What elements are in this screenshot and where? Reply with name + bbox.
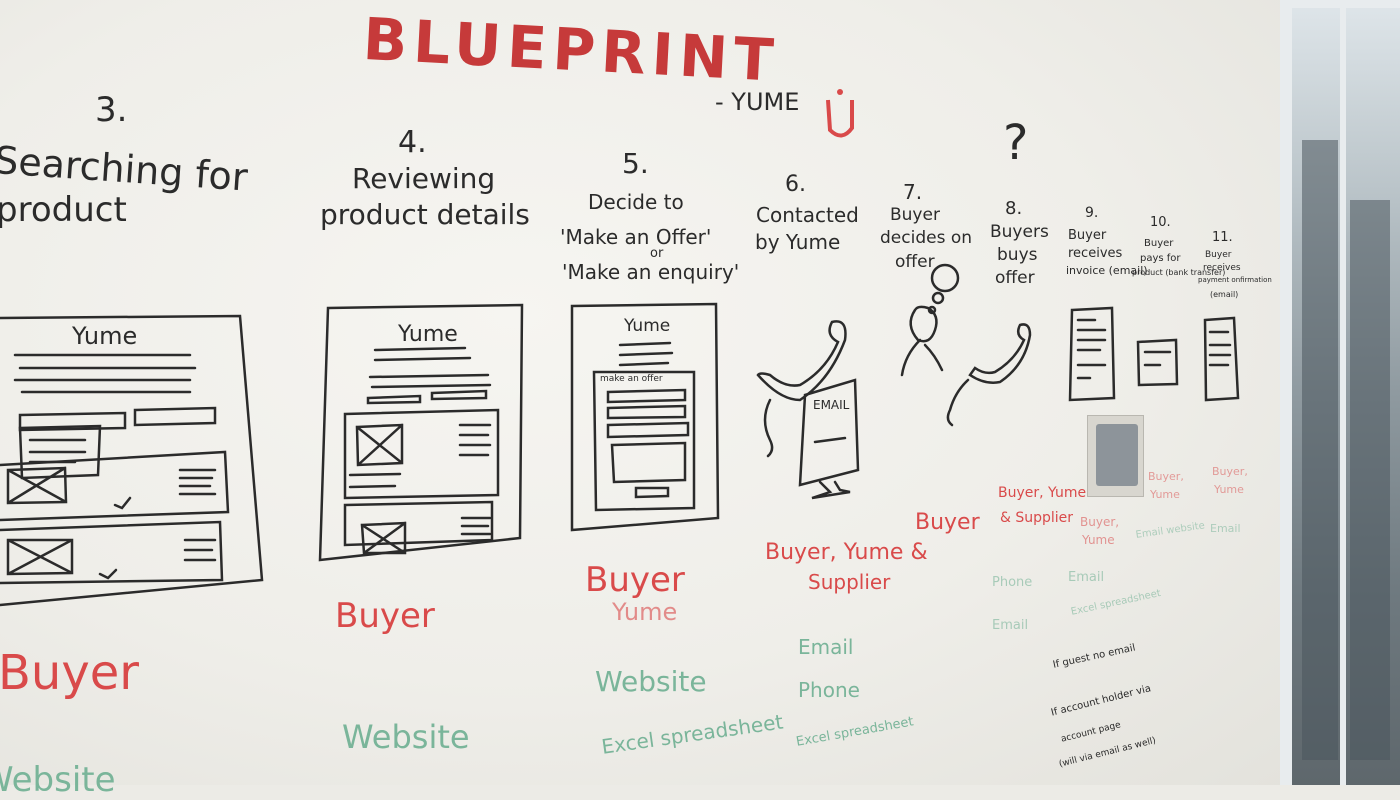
step-9-label-line2: receives xyxy=(1068,246,1123,261)
step-9-label-line3: invoice (email) xyxy=(1066,264,1148,277)
step-11-label-line2: receives xyxy=(1203,263,1241,273)
step-7-label-line1: Buyer xyxy=(890,205,940,225)
step-9-actor-2: Yume xyxy=(1082,533,1115,547)
step-10-actor-2: Yume xyxy=(1150,488,1180,501)
board-subtitle: - YUME xyxy=(715,88,800,116)
wall-fixture xyxy=(1087,415,1144,497)
step-4-actor: Buyer xyxy=(335,596,435,636)
step-6-actor-2: Supplier xyxy=(808,570,891,594)
step-5-label-line1: Decide to xyxy=(588,190,684,214)
wireframe-sketches xyxy=(0,263,1240,607)
step-5-label-line3: or xyxy=(650,246,664,261)
wireframe-4-logo: Yume xyxy=(398,322,458,347)
step-3-number: 3. xyxy=(95,90,128,130)
step-9-label-line1: Buyer xyxy=(1068,228,1107,243)
step-8-channel-2: Email xyxy=(992,618,1029,633)
step-6-label-line2: by Yume xyxy=(755,230,841,254)
step-8-actor-2: & Supplier xyxy=(1000,510,1074,526)
step-3-label-line2: product xyxy=(0,190,127,230)
step-4-label-line1: Reviewing xyxy=(352,162,496,195)
step-5-label-line2: 'Make an Offer' xyxy=(560,225,712,249)
step-6-label-line1: Contacted xyxy=(756,203,859,227)
whiteboard xyxy=(0,0,1290,785)
step-10-actor: Buyer, xyxy=(1148,470,1184,483)
step-4-channel: Website xyxy=(342,718,470,756)
step-7-label-line3: offer xyxy=(895,252,935,272)
step-11-label-line4: (email) xyxy=(1210,290,1239,299)
step-11-actor-2: Yume xyxy=(1214,483,1244,496)
step-10-label-line1: Buyer xyxy=(1144,238,1174,249)
step-11-number: 11. xyxy=(1212,230,1233,245)
office-window xyxy=(1280,0,1400,785)
step-4-number: 4. xyxy=(398,125,427,160)
step-10-label-line3: product (bank transfer) xyxy=(1132,268,1226,277)
step-8-label-line3: offer xyxy=(995,268,1035,288)
step-8-label-line2: buys xyxy=(997,245,1038,265)
step-8-channel: Phone xyxy=(992,575,1033,590)
step-10-label-line2: pays for xyxy=(1140,253,1181,264)
wireframe-5-logo: Yume xyxy=(624,316,671,336)
step-6-actor: Buyer, Yume & xyxy=(765,540,928,565)
step-5-label-line4: 'Make an enquiry' xyxy=(562,260,740,284)
step-8-number: 8. xyxy=(1005,198,1023,219)
step-8-actor: Buyer, Yume xyxy=(998,485,1087,501)
step-7-label-line2: decides on xyxy=(880,228,973,248)
step-11-label-line3: payment onfirmation xyxy=(1198,276,1272,284)
step-6-channel: Email xyxy=(798,635,854,659)
step-8-label-line1: Buyers xyxy=(990,222,1049,242)
step-9-number: 9. xyxy=(1085,205,1099,221)
step-5-actor: Buyer xyxy=(585,560,685,600)
step-4-label-line2: product details xyxy=(320,198,530,231)
wireframe-5-offer-label: make an offer xyxy=(600,374,663,384)
step-11-channel: Email xyxy=(1210,522,1241,535)
step-10-number: 10. xyxy=(1150,215,1171,230)
step-11-actor: Buyer, xyxy=(1212,465,1248,478)
step-3-actor: Buyer xyxy=(0,645,140,701)
step-3-channel: Website xyxy=(0,760,116,800)
step-5-channel: Website xyxy=(595,665,707,698)
step-5-actor-2: Yume xyxy=(612,598,678,626)
step-8-question: ? xyxy=(1003,115,1029,171)
step-5-number: 5. xyxy=(622,147,649,180)
wireframe-3-logo: Yume xyxy=(72,322,138,350)
step-6-number: 6. xyxy=(785,172,806,197)
step-7-number: 7. xyxy=(903,180,923,204)
step-9-actor: Buyer, xyxy=(1080,515,1120,529)
monitor-email-label: EMAIL xyxy=(813,398,850,412)
thermostat xyxy=(1096,424,1138,486)
step-11-label-line1: Buyer xyxy=(1205,250,1232,260)
step-7-actor: Buyer xyxy=(915,510,980,535)
step-6-channel-2: Phone xyxy=(798,678,860,702)
step-9-channel: Email xyxy=(1068,570,1105,585)
